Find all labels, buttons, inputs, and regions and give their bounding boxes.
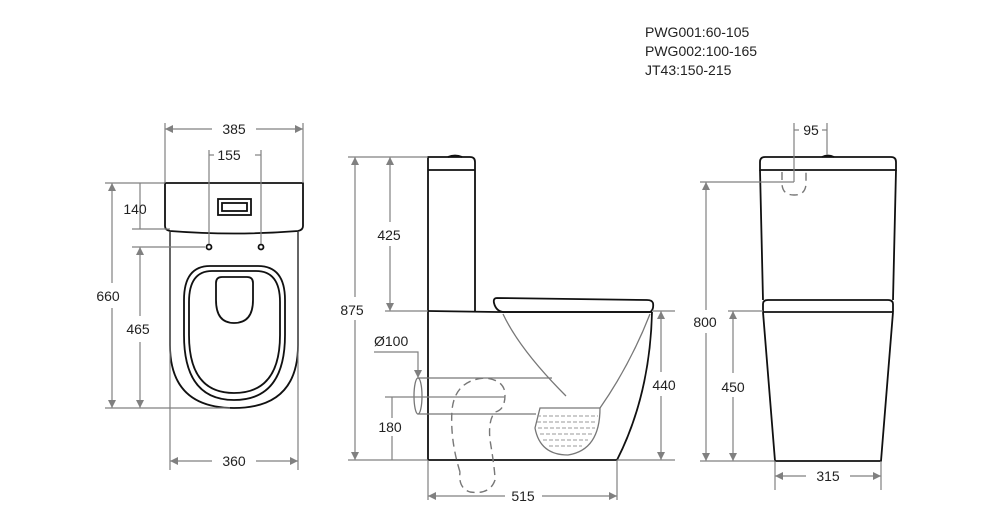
spec-note: JT43:150-215 xyxy=(645,62,732,78)
dim-overall-width: 385 xyxy=(222,121,246,137)
dim-hole-spacing: 155 xyxy=(217,147,241,163)
dim-tank-depth: 140 xyxy=(123,201,147,217)
dim-tank-height: 425 xyxy=(377,227,401,243)
dim-base-length: 515 xyxy=(511,488,535,504)
side-view: 875 425 Ø100 180 440 515 xyxy=(340,154,676,504)
dim-height: 800 xyxy=(693,314,717,330)
dim-base-width-front: 315 xyxy=(816,468,840,484)
top-view: 385 155 140 660 465 360 xyxy=(96,121,304,470)
dim-outlet-offset: 95 xyxy=(803,122,819,138)
dim-pan-height: 450 xyxy=(721,379,745,395)
dim-hole-to-front: 465 xyxy=(126,321,150,337)
dim-base-width: 360 xyxy=(222,453,246,469)
spec-note: PWG002:100-165 xyxy=(645,43,757,59)
dim-outlet-height: 180 xyxy=(378,419,402,435)
front-view: 95 800 450 315 xyxy=(693,122,897,490)
spec-note: PWG001:60-105 xyxy=(645,24,749,40)
dim-overall-height: 875 xyxy=(340,302,364,318)
dim-overall-depth: 660 xyxy=(96,288,120,304)
dim-outlet-diameter: Ø100 xyxy=(374,333,408,349)
spec-notes: PWG001:60-105 PWG002:100-165 JT43:150-21… xyxy=(645,24,757,78)
dim-seat-height: 440 xyxy=(652,377,676,393)
